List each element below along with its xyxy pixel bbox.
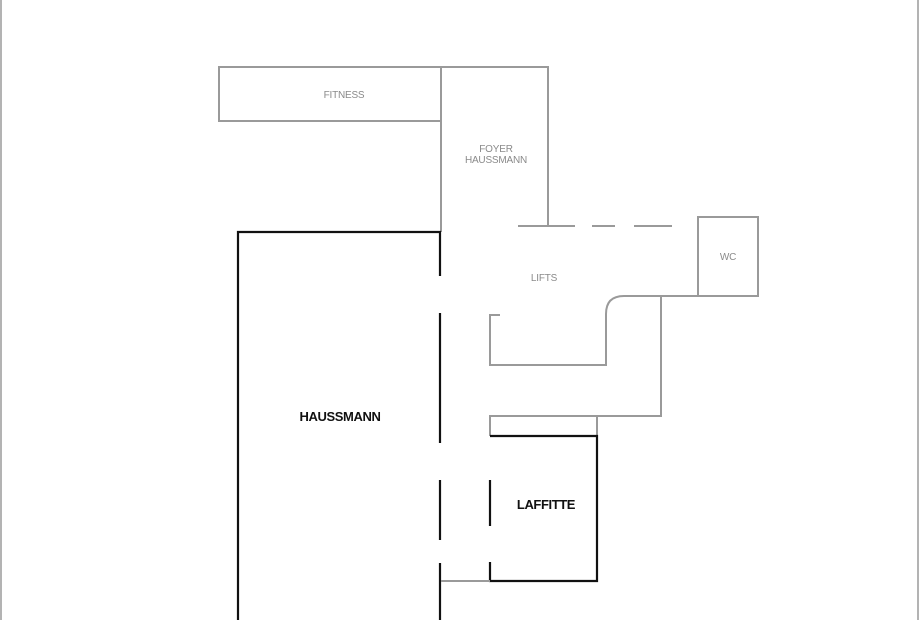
room-wc[interactable]: WC <box>697 216 759 297</box>
foyer-label-line1: FOYER <box>479 144 512 155</box>
room-haussmann[interactable]: HAUSSMANN <box>236 230 442 620</box>
wc-label: WC <box>720 252 736 263</box>
haussmann-label: HAUSSMANN <box>300 409 381 424</box>
wc-walls <box>697 216 759 297</box>
foyer-walls <box>440 66 549 232</box>
fitness-label: FITNESS <box>324 90 365 101</box>
room-fitness[interactable]: FITNESS <box>218 66 442 122</box>
laffitte-walls <box>488 434 599 583</box>
corridor-right-wall <box>489 296 662 436</box>
room-laffitte[interactable]: LAFFITTE <box>441 434 599 583</box>
foyer-label-line2: HAUSSMANN <box>465 155 527 166</box>
haussmann-walls <box>236 230 442 620</box>
laffitte-label: LAFFITTE <box>517 497 576 512</box>
room-foyer-haussmann[interactable]: FOYER HAUSSMANN <box>440 66 575 232</box>
lifts-curved-wall <box>489 295 698 366</box>
lifts-label: LIFTS <box>531 273 558 284</box>
area-lifts[interactable]: LIFTS <box>489 273 698 436</box>
